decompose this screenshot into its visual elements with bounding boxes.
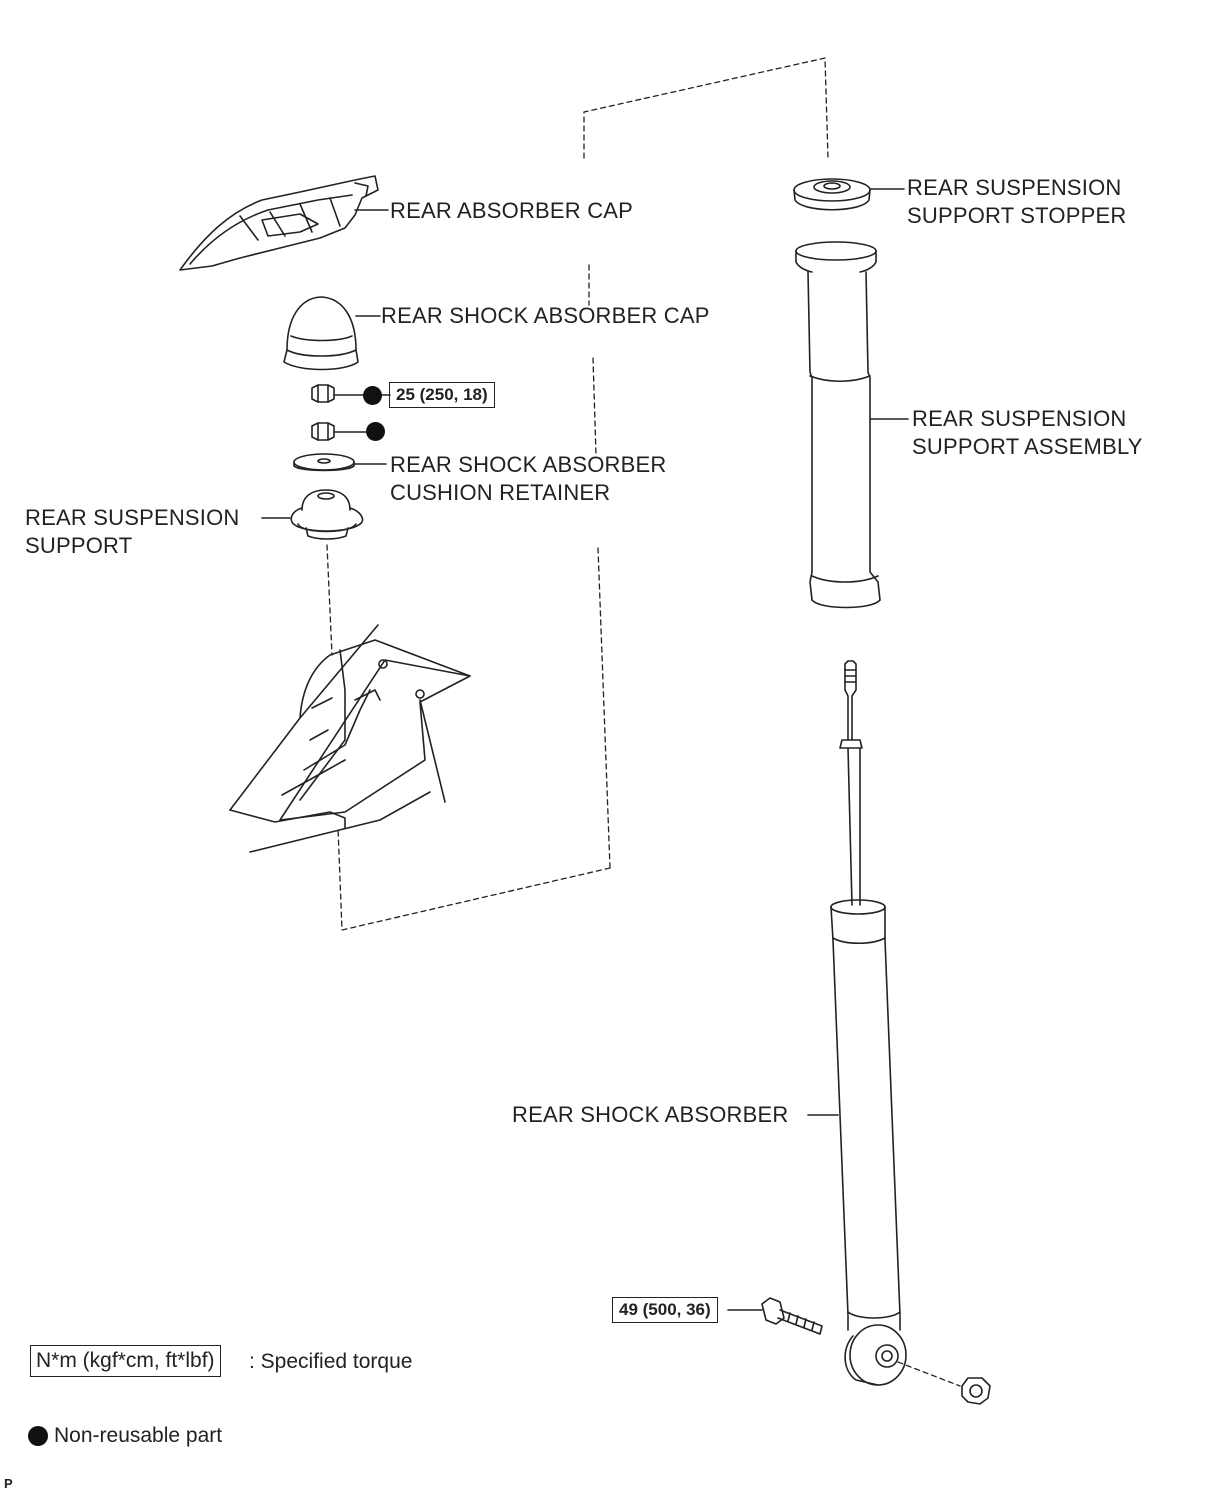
label-rear-shock-absorber-cap: REAR SHOCK ABSORBER CAP <box>381 303 710 328</box>
legend-nonreusable-text: Non-reusable part <box>54 1424 223 1447</box>
shock-absorber-part <box>807 660 907 1386</box>
label-cushion-retainer-line1: REAR SHOCK ABSORBER <box>390 452 667 477</box>
legend-torque-text: : Specified torque <box>249 1350 413 1373</box>
support-assembly-part <box>795 241 909 609</box>
label-support-stopper-line2: SUPPORT STOPPER <box>907 203 1127 228</box>
label-suspension-support-line1: REAR SUSPENSION <box>25 505 240 530</box>
support-stopper-part <box>793 178 905 211</box>
lower-nut-part <box>961 1377 991 1405</box>
lower-bolt-part <box>727 1297 823 1335</box>
label-support-stopper-line1: REAR SUSPENSION <box>907 175 1122 200</box>
rear-absorber-cap-part <box>179 175 389 271</box>
torque-lower-bolt: 49 (500, 36) <box>612 1297 718 1323</box>
label-support-assembly-line2: SUPPORT ASSEMBLY <box>912 434 1143 459</box>
label-support-assembly-line1: REAR SUSPENSION <box>912 406 1127 431</box>
nonreusable-marker-lower <box>366 422 385 441</box>
label-suspension-support-line2: SUPPORT <box>25 533 133 558</box>
label-rear-absorber-cap: REAR ABSORBER CAP <box>390 198 634 223</box>
label-cushion-retainer-line2: CUSHION RETAINER <box>390 480 611 505</box>
vehicle-body-part <box>229 624 471 853</box>
upper-nuts <box>311 384 391 441</box>
label-rear-shock-absorber: REAR SHOCK ABSORBER <box>512 1102 789 1127</box>
legend-nonreusable-dot <box>28 1426 48 1446</box>
assembly-lines <box>326 57 961 1387</box>
corner-code: P <box>4 1476 13 1491</box>
legend-torque-box: N*m (kgf*cm, ft*lbf) <box>30 1345 221 1377</box>
torque-upper-nut: 25 (250, 18) <box>389 382 495 408</box>
nonreusable-marker-upper <box>363 386 382 405</box>
rear-shock-absorber-cap-part <box>283 296 381 371</box>
cushion-retainer-part <box>293 453 387 472</box>
rear-suspension-support-part <box>261 489 364 540</box>
